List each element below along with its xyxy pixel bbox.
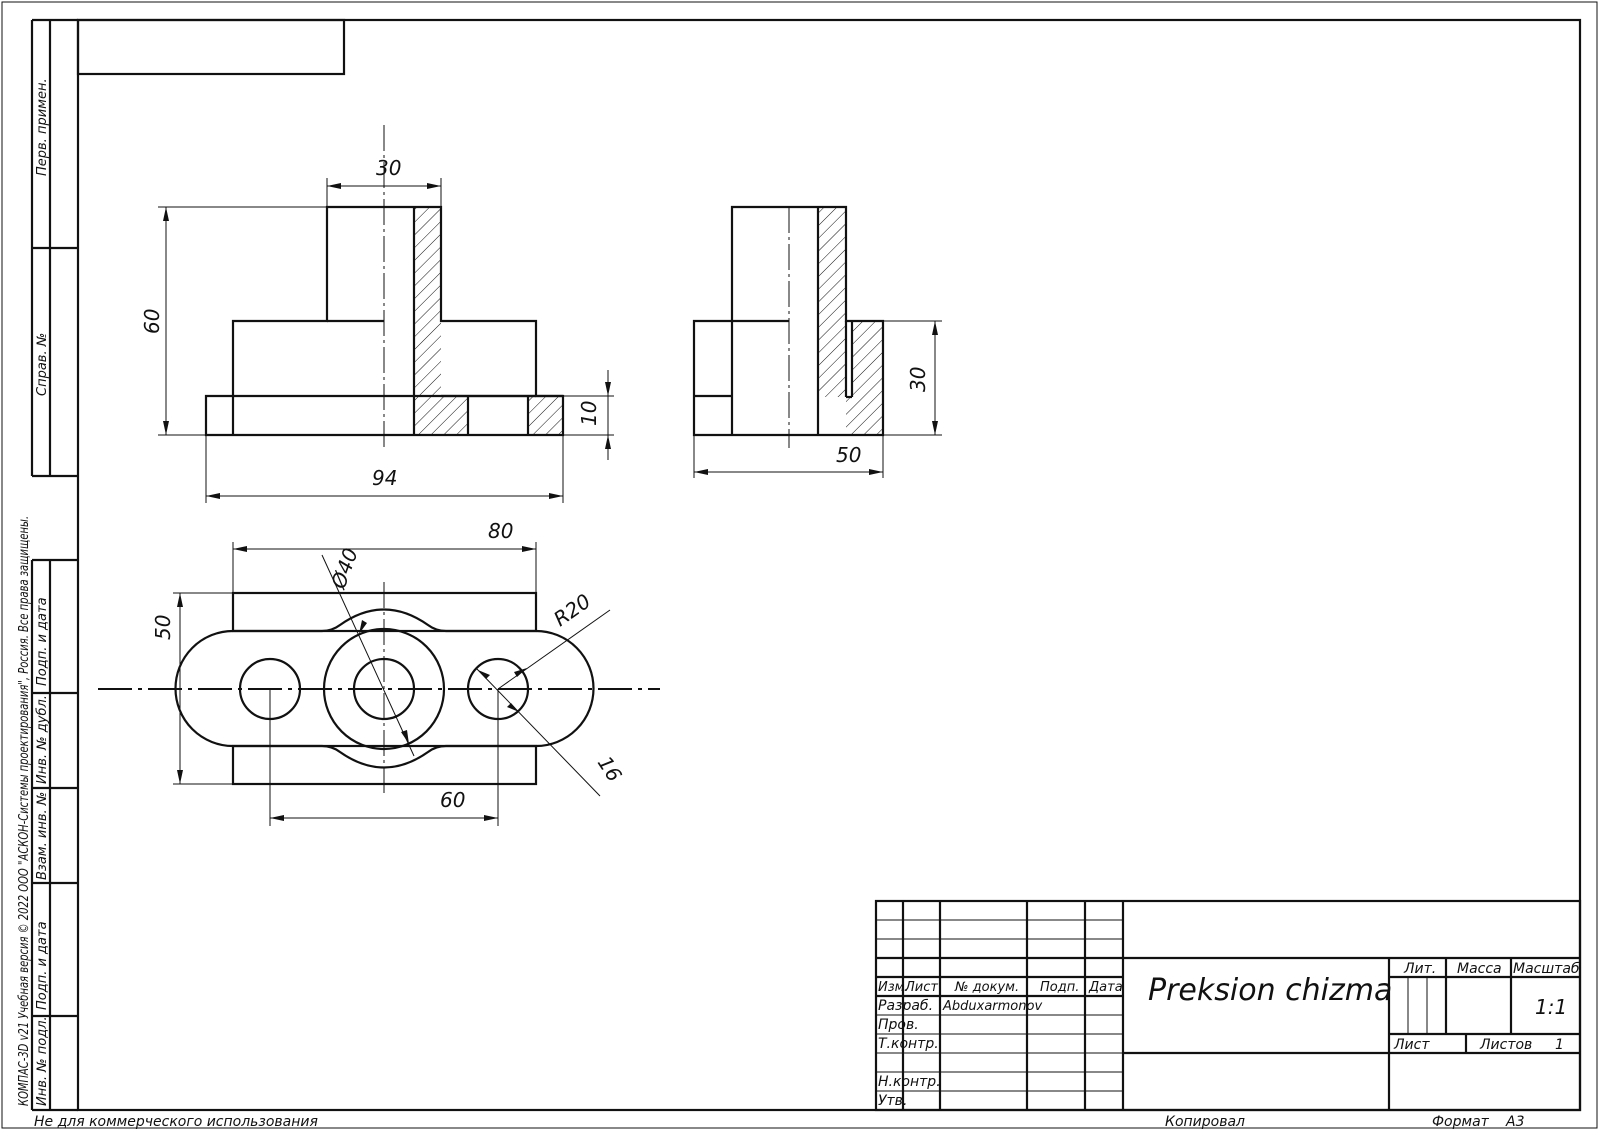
plan-view-body: [174, 608, 595, 769]
tb-list-label: Лист: [1393, 1037, 1430, 1053]
tb-listov-label: Листов: [1479, 1037, 1532, 1053]
dim-front-height-60: 60: [140, 309, 164, 334]
side-view-hatch-web: [818, 207, 846, 397]
dim-front-total-94: 94: [372, 466, 397, 490]
tb-n-kontr: Н.контр.: [878, 1074, 941, 1090]
stamp-inv-no-dubl: Инв. № дубл.: [35, 695, 50, 784]
tb-lit: Лит.: [1403, 961, 1436, 977]
dim-front-base-10: 10: [577, 401, 601, 426]
footer-format-value: А3: [1505, 1114, 1524, 1130]
dim-plan-width-50: 50: [151, 615, 175, 640]
dim-side-height-30: 30: [906, 367, 930, 392]
tb-data: Дата: [1088, 980, 1123, 995]
front-view-hatch-base-right: [528, 396, 563, 435]
stamp-vzam-inv-no: Взам. инв. №: [35, 792, 50, 880]
tb-listov-value: 1: [1555, 1037, 1564, 1053]
dim-plan-hole-diameter-16: 16: [593, 752, 627, 786]
copyright-notice: КОМПАС-3D v21 Учебная версия © 2022 ООО …: [17, 516, 32, 1106]
tb-prov: Пров.: [878, 1017, 919, 1033]
front-view-hatch-rib: [414, 207, 441, 435]
tb-no-dokum: № докум.: [954, 980, 1019, 995]
tb-razrab-name: Abduxarmonov: [942, 999, 1042, 1014]
stamp-podp-data-top: Подп. и дата: [35, 597, 50, 686]
side-view-outline: [692, 205, 885, 437]
title-block: Изм. Лист № докум. Подп. Дата Разраб. Ab…: [874, 899, 1582, 1112]
tb-list: Лист: [904, 980, 938, 995]
stamp-podp-data-bottom: Подп. и дата: [35, 921, 50, 1010]
left-side-stamp: Перв. примен. Справ. № Подп. и дата Инв.…: [17, 18, 78, 1112]
tb-izm: Изм.: [878, 980, 909, 995]
dim-plan-boss-diameter-40: Ø40: [326, 545, 363, 593]
plan-view: 80 50 60 Ø40 R20 16: [98, 519, 660, 826]
footer-non-commercial: Не для коммерческого использования: [34, 1114, 318, 1130]
dim-side-width-50: 50: [836, 443, 861, 467]
dim-plan-length-80: 80: [488, 519, 513, 543]
tb-masshtab: Масштаб: [1513, 961, 1580, 977]
tb-scale-value: 1:1: [1535, 995, 1567, 1019]
dim-front-width-30: 30: [376, 156, 401, 180]
stamp-inv-no-podl: Инв. № подл.: [35, 1016, 50, 1106]
tb-utv: Утв.: [878, 1093, 907, 1109]
drawing-frame: [76, 18, 1582, 1112]
stamp-perv-primen: Перв. примен.: [35, 78, 50, 176]
stamp-sprav-no: Справ. №: [35, 333, 50, 396]
footer-kopiroval: Копировал: [1165, 1114, 1245, 1130]
side-view: 30 50: [692, 205, 942, 478]
top-left-designation-box: [76, 18, 346, 76]
dim-plan-hole-spacing-60: 60: [440, 788, 465, 812]
tb-podp: Подп.: [1040, 980, 1079, 995]
tb-t-kontr: Т.контр.: [878, 1036, 939, 1052]
front-view-hatch-base-mid: [441, 396, 468, 435]
tb-razrab: Разраб.: [878, 998, 933, 1014]
front-view: 30 60 10 94: [140, 125, 614, 503]
footer-format-label: Формат: [1432, 1114, 1490, 1130]
tb-drawing-title: Preksion chizma: [1148, 973, 1392, 1008]
tb-massa: Масса: [1457, 961, 1502, 977]
